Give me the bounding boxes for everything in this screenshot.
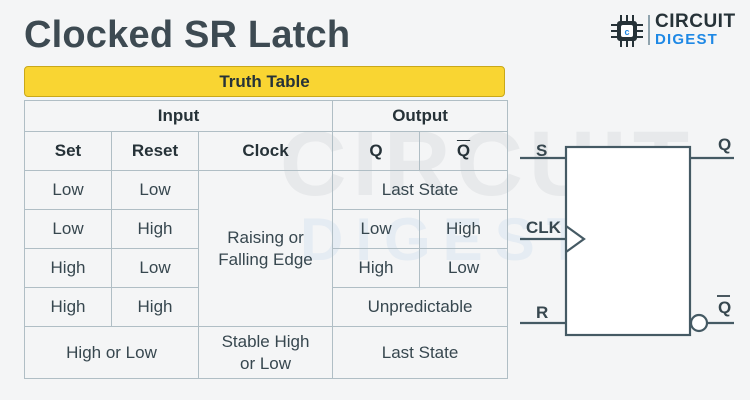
column-header-q: Q (332, 131, 421, 171)
logo-line-1: CIRCUIT (655, 11, 736, 32)
column-header-reset: Reset (111, 131, 199, 171)
output-group-header: Output (332, 100, 509, 132)
cell-set: High (24, 248, 112, 288)
cell-output: Last State (332, 170, 509, 210)
table-row: Low High Low High (24, 209, 509, 249)
cell-clock-edge: Raising or Falling Edge (197, 170, 334, 327)
logo-line-2: DIGEST (655, 31, 719, 48)
logo-text: CIRCUIT DIGEST (655, 12, 736, 47)
group-header-row: Input Output (23, 100, 509, 132)
page-title: Clocked SR Latch (24, 14, 351, 56)
cell-reset: Low (111, 170, 199, 210)
cell-q: Low (332, 209, 421, 249)
latch-body (564, 145, 692, 337)
logo-divider (648, 15, 650, 45)
truth-table: Input Output Set Reset Clock Q Q Low Low… (23, 100, 509, 379)
circuit-digest-logo: c CIRCUIT DIGEST (610, 12, 740, 52)
truth-table-title: Truth Table (24, 66, 505, 97)
svg-text:c: c (624, 27, 629, 37)
cell-q-bar: High (419, 209, 509, 249)
cell-reset: High (111, 287, 199, 327)
cell-reset: High (111, 209, 199, 249)
table-row: Low Low Raising or Falling Edge Last Sta… (24, 170, 509, 327)
clk-label: CLK (526, 218, 562, 237)
cell-output: Unpredictable (332, 287, 509, 327)
cell-set-reset: High or Low (24, 326, 199, 379)
cell-q-bar: Low (419, 248, 509, 288)
q-label: Q (718, 135, 731, 154)
cell-output: Last State (332, 326, 509, 379)
cell-reset: Low (111, 248, 199, 288)
column-header-clock: Clock (197, 131, 334, 171)
column-header-row: Set Reset Clock Q Q (24, 131, 509, 171)
q-bar-label: Q (456, 141, 471, 160)
column-header-set: Set (24, 131, 112, 171)
cell-set: Low (24, 209, 112, 249)
table-row: High or Low Stable High or Low Last Stat… (24, 326, 509, 379)
q-bar-output-label: Q (718, 298, 731, 317)
clock-edge-label: Raising or Falling Edge (218, 227, 313, 269)
sr-latch-symbol: S CLK R Q Q (520, 135, 734, 337)
table-row: High Low High Low (24, 248, 509, 288)
cell-set: High (24, 287, 112, 327)
clock-stable-label: Stable High or Low (221, 331, 310, 373)
chip-icon: c (611, 15, 643, 47)
column-header-q-bar: Q (419, 131, 509, 171)
input-group-header: Input (23, 100, 334, 132)
cell-clock-stable: Stable High or Low (197, 326, 334, 379)
cell-q: High (332, 248, 421, 288)
cell-set: Low (24, 170, 112, 210)
r-label: R (536, 303, 548, 322)
s-label: S (536, 141, 547, 160)
inversion-bubble-icon (689, 313, 709, 333)
clock-triangle-icon (565, 225, 586, 253)
